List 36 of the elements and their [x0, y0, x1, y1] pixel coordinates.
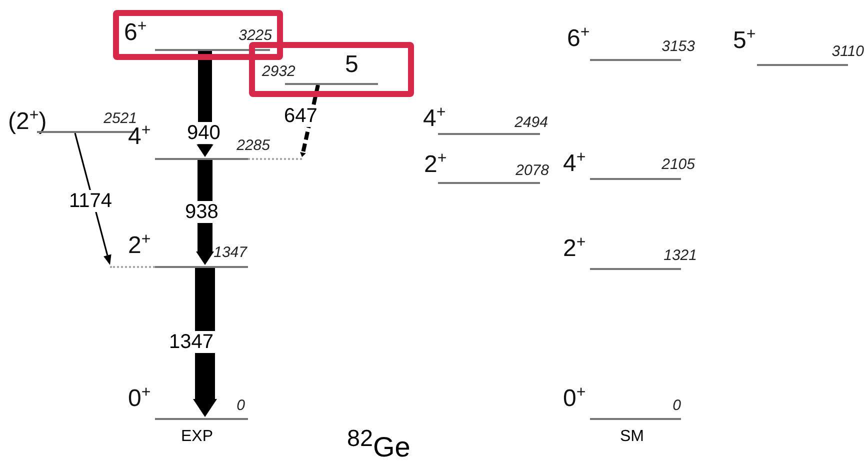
column-label: EXP [181, 428, 214, 446]
energy-value: 2285 [236, 138, 270, 154]
spin-parity-label: 2$^{+}$ [424, 149, 447, 178]
transition-energy-label: 938 [184, 201, 220, 223]
transition-energy-label: 1174 [68, 190, 114, 212]
spin-parity-label: 0$^{+}$ [128, 383, 151, 412]
spin-parity-label: 4$^{+}$ [563, 148, 586, 177]
nucleus-label: $^{82}$Ge [347, 425, 410, 464]
spin-parity-label: 5 [345, 52, 358, 78]
gamma-transition-arrow [193, 268, 217, 417]
energy-value: 0 [672, 398, 681, 414]
energy-value: 3225 [238, 28, 272, 44]
spin-parity-label: 0$^{+}$ [563, 383, 586, 412]
energy-value: 1321 [664, 248, 697, 264]
energy-value: 2932 [262, 64, 296, 80]
column-label: SM [620, 428, 644, 446]
highlight-box [249, 42, 414, 97]
energy-value: 3110 [832, 44, 864, 60]
energy-value: 0 [236, 398, 245, 414]
energy-value: 2105 [662, 157, 695, 173]
energy-value: 2494 [514, 115, 548, 131]
spin-parity-label: 6$^{+}$ [567, 23, 590, 52]
spin-parity-label: 5$^{+}$ [733, 25, 756, 54]
gamma-transition-arrow [196, 160, 214, 265]
spin-parity-label: 6$^{+}$ [124, 17, 147, 46]
transition-energy-label: 647 [283, 105, 318, 127]
energy-value: 2078 [516, 163, 549, 179]
energy-value: 3153 [662, 39, 695, 55]
spin-parity-label: 2$^{+}$ [128, 230, 151, 259]
spin-parity-label: 4$^{+}$ [423, 103, 446, 132]
highlight-box [113, 10, 283, 60]
gamma-transition-arrow [196, 51, 214, 157]
transition-energy-label: 940 [186, 122, 222, 144]
transition-energy-label: 1347 [168, 331, 214, 353]
spin-parity-label: 2$^{+}$ [563, 233, 586, 262]
energy-value: 1347 [214, 245, 247, 261]
